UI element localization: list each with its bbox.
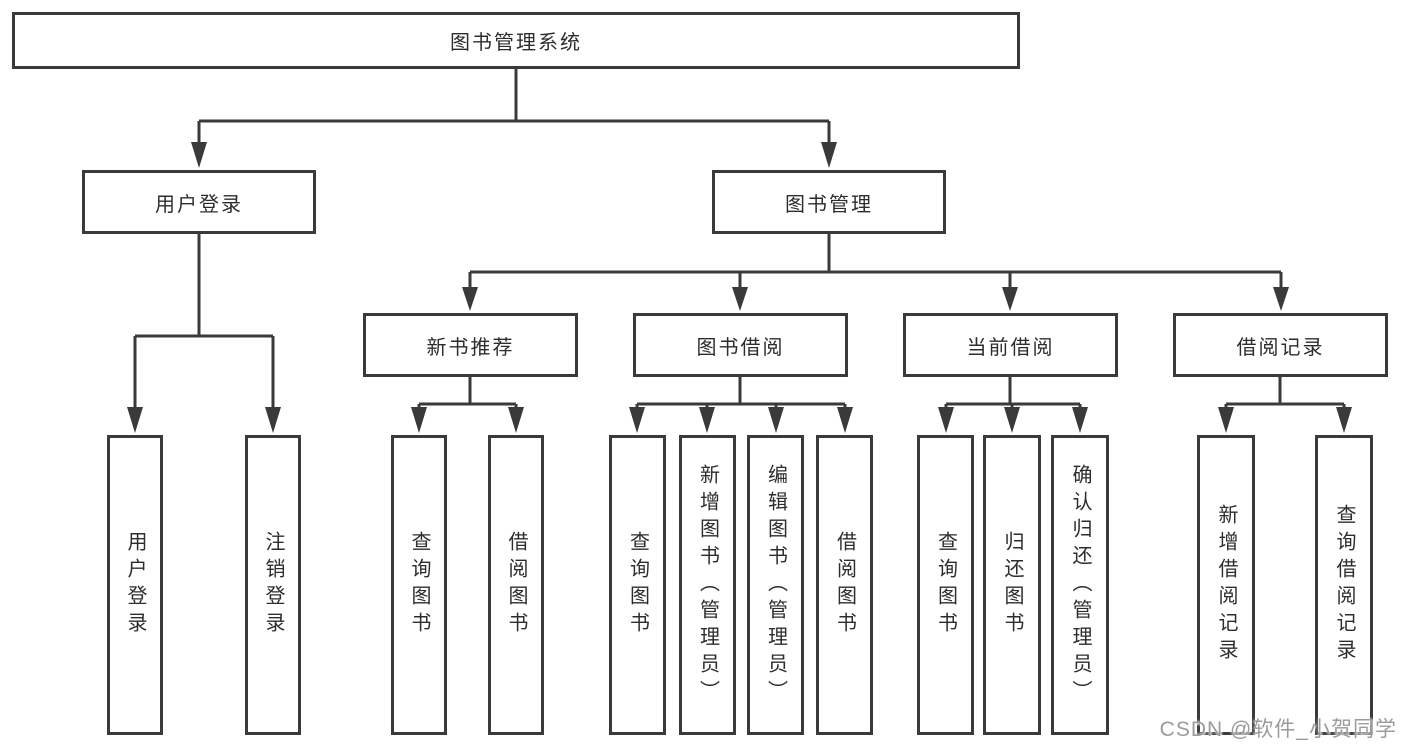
node-label: 归还图书 (1001, 531, 1023, 639)
node-label: 查询图书 (934, 531, 957, 639)
arrowheads (127, 142, 1352, 433)
node-new-book-recommend: 新书推荐 (363, 313, 578, 377)
node-label: 图书管理系统 (450, 32, 582, 54)
node-library-management-system: 图书管理系统 (12, 12, 1020, 69)
node-borrow-records: 借阅记录 (1173, 313, 1388, 377)
node-label: 查询图书 (408, 531, 430, 639)
node-label: 图书借阅 (696, 336, 785, 359)
leaf-query-books-recommend: 查询图书 (391, 435, 447, 735)
node-label: 新书推荐 (426, 336, 515, 359)
node-book-borrow: 图书借阅 (633, 313, 848, 377)
node-label: 新增图书（管理员） (696, 463, 719, 707)
leaf-borrow-books: 借阅图书 (816, 435, 873, 735)
node-current-borrow: 当前借阅 (903, 313, 1118, 377)
leaf-add-borrow-record: 新增借阅记录 (1197, 435, 1255, 735)
node-label: 用户登录 (155, 193, 243, 216)
node-label: 确认归还（管理员） (1069, 463, 1091, 707)
node-label: 查询图书 (626, 531, 649, 639)
node-user-login: 用户登录 (82, 170, 316, 234)
node-label: 查询借阅记录 (1333, 504, 1355, 666)
node-label: 用户登录 (124, 531, 146, 639)
leaf-query-borrow-record: 查询借阅记录 (1315, 435, 1373, 735)
leaf-edit-book-admin: 编辑图书（管理员） (747, 435, 804, 735)
node-label: 借阅图书 (833, 531, 856, 639)
node-book-management: 图书管理 (712, 170, 946, 234)
leaf-confirm-return-admin: 确认归还（管理员） (1051, 435, 1109, 735)
leaf-borrow-books-recommend: 借阅图书 (488, 435, 544, 735)
leaf-return-book: 归还图书 (983, 435, 1041, 735)
csdn-watermark: CSDN @软件_小贺同学 (1159, 718, 1397, 741)
leaf-query-books-borrow: 查询图书 (609, 435, 666, 735)
node-label: 注销登录 (262, 531, 284, 639)
node-label: 新增借阅记录 (1215, 504, 1237, 666)
node-label: 借阅记录 (1236, 336, 1325, 359)
node-label: 当前借阅 (966, 336, 1055, 359)
node-label: 借阅图书 (505, 531, 527, 639)
leaf-add-book-admin: 新增图书（管理员） (679, 435, 736, 735)
node-label: 编辑图书（管理员） (764, 463, 787, 707)
leaf-user-login: 用户登录 (107, 435, 163, 735)
leaf-logout: 注销登录 (245, 435, 301, 735)
node-label: 图书管理 (785, 193, 873, 216)
leaf-query-books-current: 查询图书 (917, 435, 974, 735)
